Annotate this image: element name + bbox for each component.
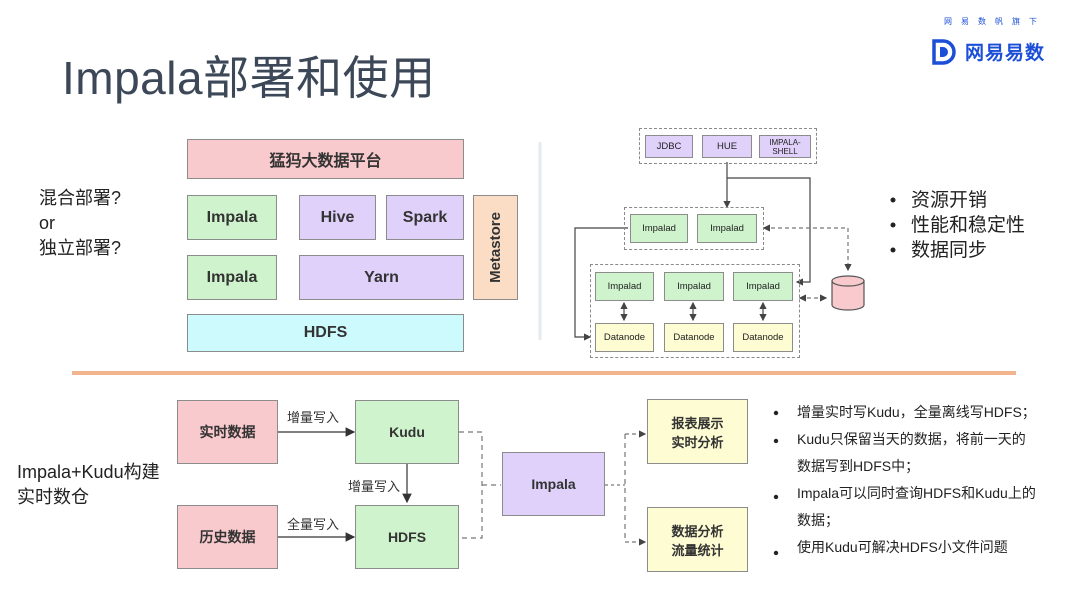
hdfs-box: HDFS xyxy=(355,505,459,569)
list-item: Kudu只保留当天的数据，将前一天的 xyxy=(797,431,1026,447)
report-box: 报表展示 实时分析 xyxy=(647,399,748,464)
kudu-hdfs-dashed-bracket xyxy=(459,431,483,539)
coord-to-db-dashed xyxy=(762,224,852,272)
spark-box: Spark xyxy=(386,195,464,240)
analysis-line: 数据分析 xyxy=(671,523,724,539)
impala-box: Impala xyxy=(187,255,277,300)
client-group xyxy=(639,128,817,164)
analysis-line: 流量统计 xyxy=(671,542,724,558)
impalad-box: Impalad xyxy=(630,214,688,243)
list-item: 数据； xyxy=(797,512,839,528)
impala-shell-box: IMPALA- SHELL xyxy=(759,135,811,158)
notes-list: 增量实时写Kudu，全量离线写HDFS； Kudu只保留当天的数据，将前一天的 … xyxy=(797,399,1067,561)
impala-box: Impala xyxy=(502,452,605,516)
coordinator-group xyxy=(624,207,764,250)
list-item: 资源开销 xyxy=(911,190,988,211)
list-item: 数据同步 xyxy=(911,240,988,261)
kudu-box: Kudu xyxy=(355,400,459,464)
question-line: or xyxy=(39,213,56,233)
full-write-label: 全量写入 xyxy=(287,517,340,532)
impalad-box: Impalad xyxy=(595,272,654,301)
datanode-box: Datanode xyxy=(733,323,793,352)
question-line: 混合部署? xyxy=(39,188,122,208)
impalad-box: Impalad xyxy=(697,214,757,243)
jdbc-box: JDBC xyxy=(645,135,693,158)
analysis-box: 数据分析 流量统计 xyxy=(647,507,748,572)
hive-box: Hive xyxy=(299,195,376,240)
list-item: 增量实时写Kudu，全量离线写HDFS； xyxy=(797,404,1036,420)
deployment-question: 混合部署? or 独立部署? xyxy=(39,186,121,261)
report-line: 报表展示 xyxy=(671,415,724,431)
concern-list: 资源开销 性能和稳定性 数据同步 xyxy=(911,188,1025,263)
worker-group xyxy=(590,264,800,358)
realtime-data-box: 实时数据 xyxy=(177,400,278,464)
hdfs-box: HDFS xyxy=(187,314,464,352)
list-item: 性能和稳定性 xyxy=(911,215,1026,236)
realtime-warehouse-caption: Impala+Kudu构建 实时数仓 xyxy=(17,460,160,510)
report-line: 实时分析 xyxy=(671,434,724,450)
list-item: 数据写到HDFS中； xyxy=(797,458,920,474)
list-item: 使用Kudu可解决HDFS小文件问题 xyxy=(797,539,1008,555)
caption-line: Impala+Kudu构建 xyxy=(17,462,160,482)
incremental-write-label: 增量写入 xyxy=(348,479,401,494)
incremental-write-label: 增量写入 xyxy=(287,410,340,425)
metastore-label: Metastore xyxy=(487,212,505,283)
list-item: Impala可以同时查询HDFS和Kudu上的 xyxy=(797,485,1036,501)
brand-name: 网易易数 xyxy=(965,43,1046,64)
coord-to-datanode-arrow xyxy=(574,227,628,341)
history-data-box: 历史数据 xyxy=(177,505,278,569)
impala-box: Impala xyxy=(187,195,277,240)
yarn-box: Yarn xyxy=(299,255,464,300)
page-title: Impala部署和使用 xyxy=(62,52,436,104)
impalad-box: Impalad xyxy=(664,272,724,301)
brand-logo: 网易易数 xyxy=(931,38,1045,65)
datanode-box: Datanode xyxy=(664,323,724,352)
hue-box: HUE xyxy=(702,135,752,158)
question-line: 独立部署? xyxy=(39,238,122,258)
brand-tagline: 网易数帆旗下 xyxy=(944,17,1046,26)
impalad-box: Impalad xyxy=(733,272,793,301)
metastore-box: Metastore xyxy=(473,195,518,300)
caption-line: 实时数仓 xyxy=(17,487,89,507)
database-icon xyxy=(831,275,865,311)
datanode-box: Datanode xyxy=(595,323,654,352)
logo-icon xyxy=(932,38,956,65)
platform-box: 猛犸大数据平台 xyxy=(187,139,464,179)
